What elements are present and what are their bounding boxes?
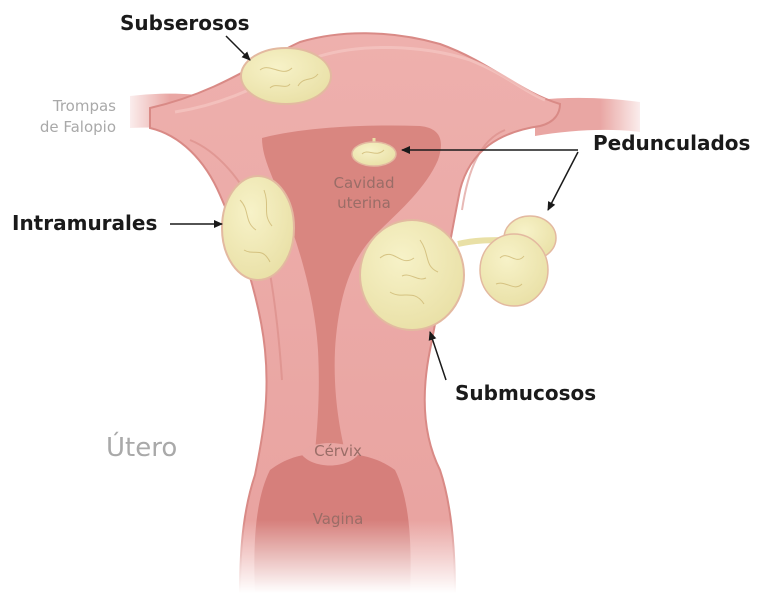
label-cavidad-line2: uterina bbox=[337, 194, 391, 212]
label-cavidad-line1: Cavidad bbox=[334, 174, 395, 192]
fibroid-submucosal bbox=[360, 220, 464, 330]
arrow-subserosos bbox=[226, 36, 250, 60]
label-utero: Útero bbox=[106, 431, 177, 463]
label-cervix: Cérvix bbox=[314, 442, 362, 460]
label-trompas-line2: de Falopio bbox=[40, 118, 116, 136]
label-trompas-line1: Trompas bbox=[52, 97, 116, 115]
label-subserosos: Subserosos bbox=[120, 11, 250, 35]
arrow-submucosos bbox=[430, 332, 446, 380]
label-vagina: Vagina bbox=[313, 510, 364, 528]
arrow-pedunculados-external bbox=[548, 152, 578, 210]
fibroid-intramural bbox=[222, 176, 294, 280]
label-intramurales: Intramurales bbox=[12, 211, 157, 235]
label-submucosos: Submucosos bbox=[455, 381, 596, 405]
fibroid-subserosal bbox=[241, 48, 331, 104]
fibroid-pedunculated-external bbox=[458, 216, 556, 306]
label-pedunculados: Pedunculados bbox=[593, 131, 750, 155]
